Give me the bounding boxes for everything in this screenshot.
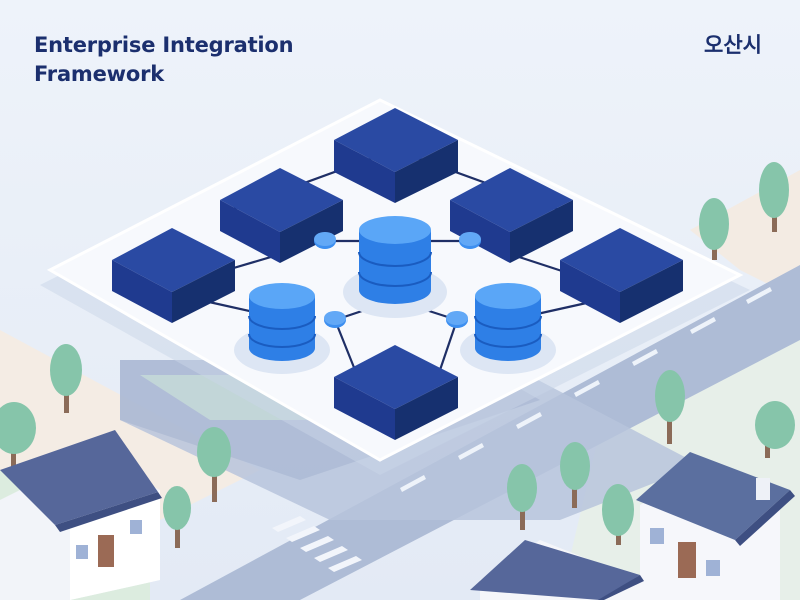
tree-icon [560,442,590,508]
crosswalk [272,516,362,572]
tree-icon [759,162,789,232]
page-title: Enterprise Integration Framework [34,31,294,89]
server-block-icon [220,168,343,263]
city-label: 오산시 [704,33,762,57]
house-icon [0,430,162,600]
tree-icon [163,486,191,548]
tree-icon [50,344,82,413]
databases [234,216,556,374]
tree-icon [655,370,685,444]
house-icon [636,452,795,600]
server-block-icon [450,168,573,263]
tree-icon [507,464,537,530]
title-line-2: Framework [34,62,165,86]
connector-node-icon [324,311,346,328]
server-blocks [112,108,683,440]
tree-icon [755,401,795,458]
connector-node-icon [446,311,468,328]
server-block-icon [112,228,235,323]
connector-nodes [314,232,481,328]
database-icon [343,216,447,318]
house-icon [470,540,644,600]
lane-markings [400,287,772,492]
server-block-icon [334,108,458,203]
tree-icon [699,198,729,260]
database-icon [460,283,556,374]
tree-icon [0,402,36,480]
title-line-1: Enterprise Integration [34,33,294,57]
tree-icon [602,484,634,545]
server-block-icon [334,345,458,440]
server-block-icon [560,228,683,323]
connector-node-icon [314,232,336,249]
tree-icon [197,427,231,502]
trees [0,162,795,548]
database-icon [234,283,330,374]
connector-node-icon [459,232,481,249]
